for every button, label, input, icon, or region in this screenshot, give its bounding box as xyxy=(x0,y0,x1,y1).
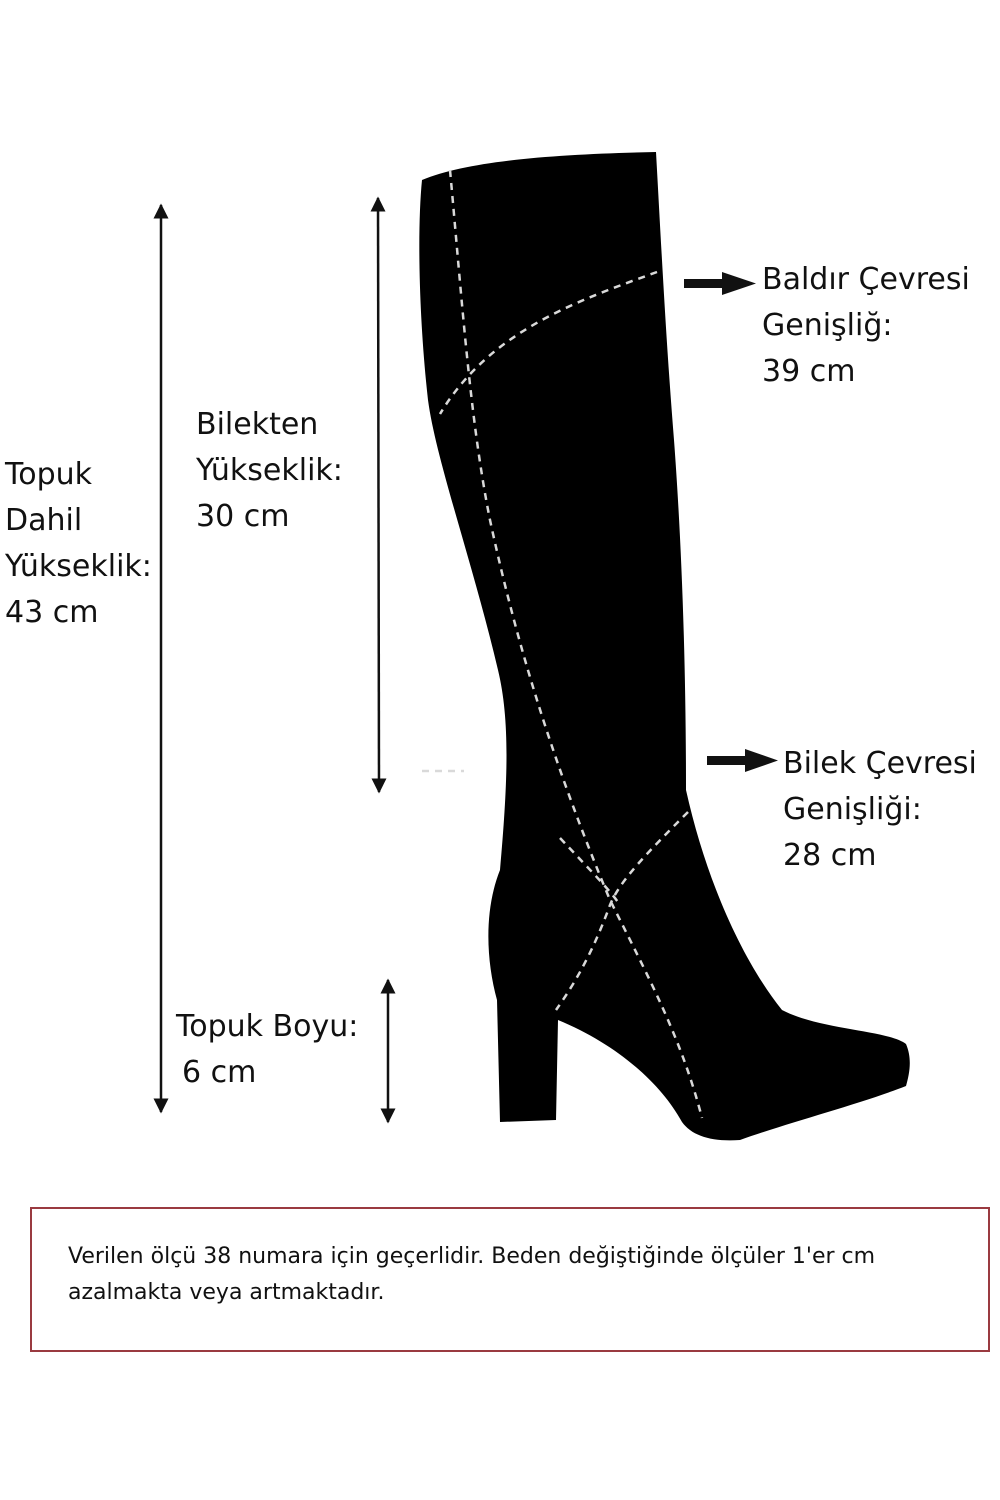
calf-width-label: Baldır Çevresi Genişliğ: 39 cm xyxy=(762,262,970,389)
double-headed-arrow-icon xyxy=(370,196,387,794)
right-arrow-icon xyxy=(684,272,756,295)
ankle-width-label: Bilek Çevresi Genişliği: 28 cm xyxy=(783,746,977,873)
size-note-box: Verilen ölçü 38 numara için geçerlidir. … xyxy=(30,1207,990,1352)
total-height-label: Topuk Dahil Yükseklik: 43 cm xyxy=(5,457,152,630)
right-arrow-icon xyxy=(707,749,778,772)
heel-height-label: Topuk Boyu: 6 cm xyxy=(176,1009,359,1090)
ankle-height-label: Bilekten Yükseklik: 30 cm xyxy=(196,407,343,534)
measure-arrows xyxy=(153,196,396,1124)
boot-silhouette xyxy=(419,152,910,1141)
boot-stitching xyxy=(422,169,704,1119)
pointer-arrows xyxy=(684,272,778,772)
size-note-text: Verilen ölçü 38 numara için geçerlidir. … xyxy=(68,1244,876,1305)
